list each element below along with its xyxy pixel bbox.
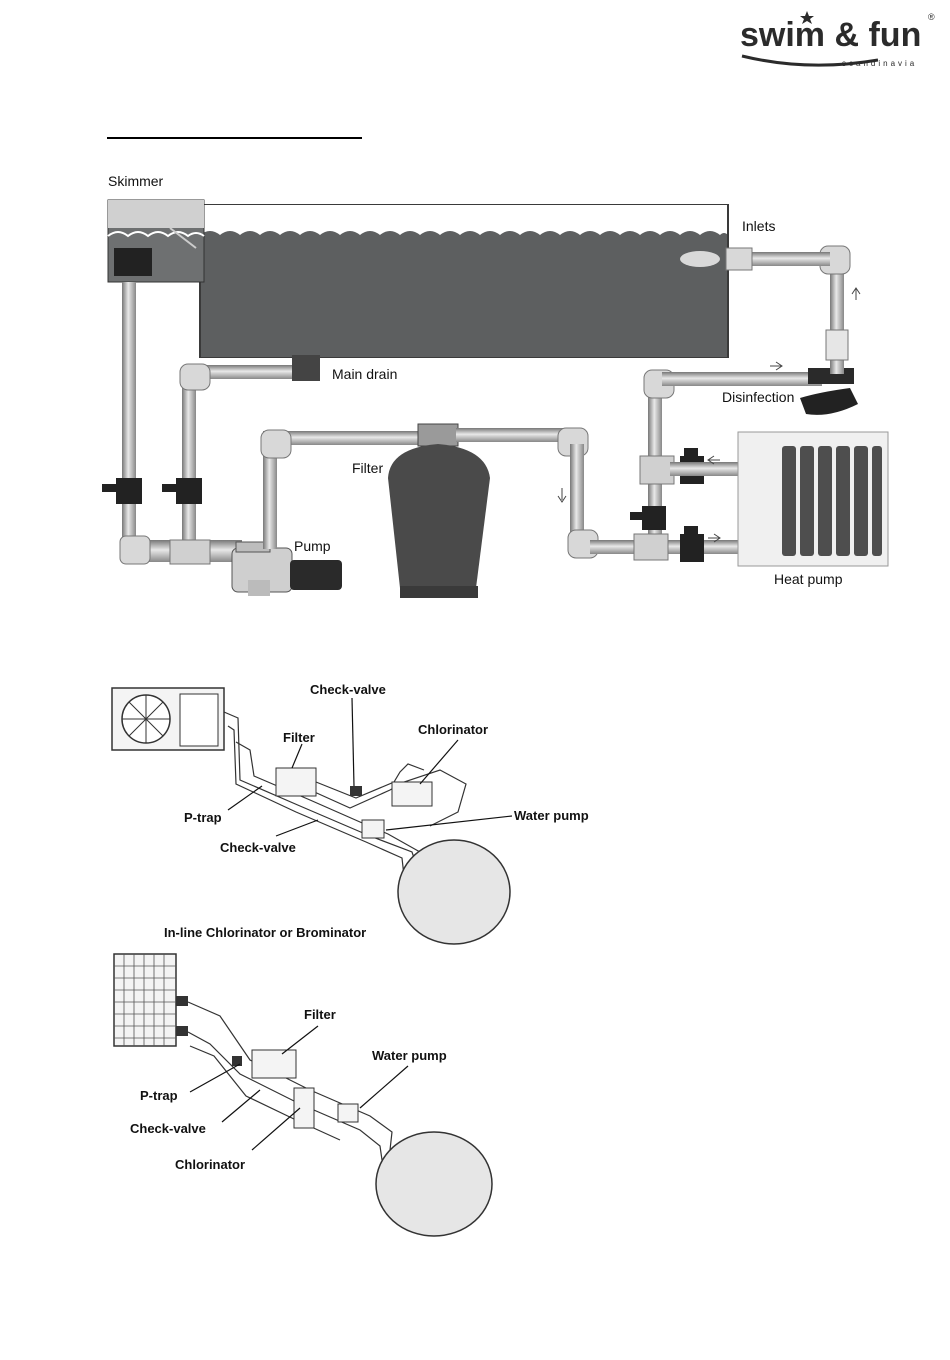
- chlorinator-box-3: [294, 1088, 314, 1128]
- logo-subtext: scandinavia: [842, 59, 917, 68]
- pool-3: [376, 1132, 492, 1236]
- heat-pump-inlet-valve: [680, 526, 704, 562]
- label-skimmer: Skimmer: [108, 173, 164, 189]
- water-pump-box-3: [338, 1104, 358, 1122]
- inlet-fitting: [726, 248, 752, 270]
- drain-pipe-horizontal: [196, 365, 296, 379]
- label-inlets: Inlets: [742, 218, 775, 234]
- skimmer-box: [108, 200, 204, 282]
- label-chlorinator-2: Chlorinator: [418, 722, 488, 737]
- sand-filter: [388, 424, 490, 598]
- pool-2: [398, 840, 510, 944]
- registered-mark: ®: [928, 12, 935, 22]
- pipe-network-3: [188, 1002, 392, 1160]
- leader-lines-2: [228, 698, 512, 836]
- label-disinfection: Disinfection: [722, 389, 794, 405]
- section-underline: [107, 137, 362, 139]
- inline-chlorinator-diagram: Check-valve Filter Chlorinator P-trap Wa…: [0, 670, 950, 950]
- bypass-valve: [630, 506, 666, 530]
- label-filter-2: Filter: [283, 730, 315, 745]
- label-main-drain: Main drain: [332, 366, 397, 382]
- label-p-trap-3: P-trap: [140, 1088, 178, 1103]
- skimmer-pipe: [122, 282, 136, 544]
- heat-pump-supply-pipe: [590, 540, 750, 554]
- label-check-valve-bottom: Check-valve: [220, 840, 296, 855]
- label-filter-3: Filter: [304, 1007, 336, 1022]
- pool-basin: [200, 205, 728, 357]
- heat-pump-unit-2: [112, 688, 224, 750]
- main-drain-fitting: [292, 355, 320, 381]
- label-p-trap-2: P-trap: [184, 810, 222, 825]
- brand-logo: swim & fun ® scandinavia: [738, 8, 938, 70]
- logo-text: swim & fun: [740, 16, 921, 54]
- filter-box-3: [252, 1050, 296, 1078]
- label-pump: Pump: [294, 538, 331, 554]
- label-water-pump-3: Water pump: [372, 1048, 447, 1063]
- label-filter: Filter: [352, 460, 383, 476]
- arrow-down-icon: [558, 488, 566, 502]
- drain-valve: [162, 478, 202, 504]
- heat-pump-unit-3: [114, 954, 188, 1046]
- caption-inline-chlorinator: In-line Chlorinator or Brominator: [164, 925, 366, 940]
- heat-pump-unit: [738, 432, 888, 566]
- label-chlorinator-3: Chlorinator: [175, 1157, 245, 1172]
- pool-circulation-diagram: Skimmer Main drain Pump Filter: [0, 160, 950, 610]
- pump-outlet-pipe: [263, 445, 277, 549]
- skimmer-basket: [114, 248, 152, 276]
- disinfection-unit: [800, 318, 858, 415]
- label-check-valve-top: Check-valve: [310, 682, 386, 697]
- chlorinator-diagram-2: Filter Water pump P-trap Check-valve Chl…: [0, 950, 950, 1245]
- disinfection-pipe: [662, 372, 822, 386]
- chlorinator-box-2: [392, 782, 432, 806]
- label-heat-pump: Heat pump: [774, 571, 843, 587]
- water-pump-box-2: [362, 820, 384, 838]
- label-check-valve-3: Check-valve: [130, 1121, 206, 1136]
- inlet-pipe: [748, 252, 830, 266]
- skimmer-valve: [102, 478, 142, 504]
- label-water-pump-2: Water pump: [514, 808, 589, 823]
- filter-box-2: [276, 768, 316, 796]
- drain-pipe-vertical: [182, 378, 196, 544]
- arrow-up-icon: [852, 288, 860, 300]
